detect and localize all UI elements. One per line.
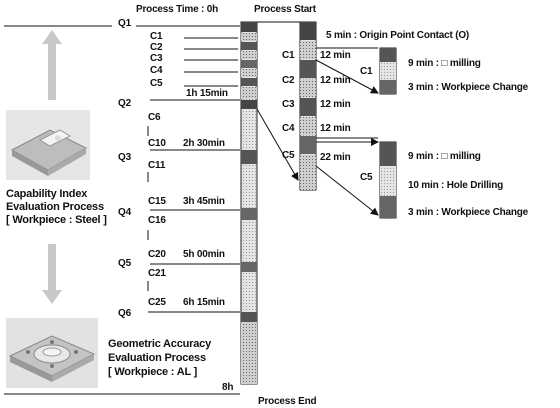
c16-label: C16 xyxy=(148,215,166,227)
c15-label: C15 xyxy=(148,196,166,208)
c5-hole-drilling-label: 10 min : Hole Drilling xyxy=(408,180,503,192)
geometric-workpiece: [ Workpiece : AL ] xyxy=(108,366,197,379)
q4-label: Q4 xyxy=(118,207,131,219)
q3-label: Q3 xyxy=(118,152,131,164)
capability-title-1: Capability Index xyxy=(6,188,87,201)
detail-c1-label: C1 xyxy=(282,50,294,62)
detail-c5-label: C5 xyxy=(282,150,294,162)
c5-sub-label: C5 xyxy=(360,172,372,184)
q6-label: Q6 xyxy=(118,308,131,320)
main-timeline-bar xyxy=(241,22,257,384)
detail-c4-label: C4 xyxy=(282,123,294,135)
detail-c3-duration: 12 min xyxy=(320,99,350,111)
aluminium-workpiece-image xyxy=(6,318,98,388)
capability-workpiece: [ Workpiece : Steel ] xyxy=(6,214,107,227)
c1-sub-label: C1 xyxy=(360,66,372,78)
c1-milling-label: 9 min : □ milling xyxy=(408,58,481,70)
time-3h45: 3h 45min xyxy=(183,196,225,208)
end-time-label: 8h xyxy=(222,382,233,394)
process-start-label: Process Start xyxy=(254,4,316,16)
process-time-label: Process Time : 0h xyxy=(136,4,218,16)
geometric-title-1: Geometric Accuracy xyxy=(108,338,211,351)
c6-label: C6 xyxy=(148,112,160,124)
time-2h30: 2h 30min xyxy=(183,138,225,150)
detail-c2-duration: 12 min xyxy=(320,75,350,87)
detail-c2-label: C2 xyxy=(282,75,294,87)
c25-label: C25 xyxy=(148,297,166,309)
geometric-title-2: Evaluation Process xyxy=(108,352,206,365)
c5-workpiece-change-label: 3 min : Workpiece Change xyxy=(408,207,528,219)
c20-label: C20 xyxy=(148,249,166,261)
detail-c5-duration: 22 min xyxy=(320,152,350,164)
detail-c4-duration: 12 min xyxy=(320,123,350,135)
time-1h15: 1h 15min xyxy=(186,88,228,100)
time-5h00: 5h 00min xyxy=(183,249,225,261)
c11-label: C11 xyxy=(148,160,165,172)
q2-label: Q2 xyxy=(118,98,131,110)
detail-column xyxy=(300,22,316,190)
capability-title-2: Evaluation Process xyxy=(6,201,104,214)
c4-top-label: C4 xyxy=(150,65,162,77)
c5-milling-label: 9 min : □ milling xyxy=(408,151,481,163)
q5-label: Q5 xyxy=(118,258,131,270)
detail-c1-duration: 12 min xyxy=(320,50,350,62)
steel-workpiece-image xyxy=(6,110,90,180)
process-end-label: Process End xyxy=(258,396,316,408)
c21-label: C21 xyxy=(148,268,166,280)
time-6h15: 6h 15min xyxy=(183,297,225,309)
q1-label: Q1 xyxy=(118,18,131,30)
c10-label: C10 xyxy=(148,138,166,150)
c1-workpiece-change-label: 3 min : Workpiece Change xyxy=(408,82,528,94)
c3-top-label: C3 xyxy=(150,53,162,65)
c5-top-label: C5 xyxy=(150,78,162,90)
origin-contact-label: 5 min : Origin Point Contact (O) xyxy=(326,30,469,42)
detail-c3-label: C3 xyxy=(282,99,294,111)
